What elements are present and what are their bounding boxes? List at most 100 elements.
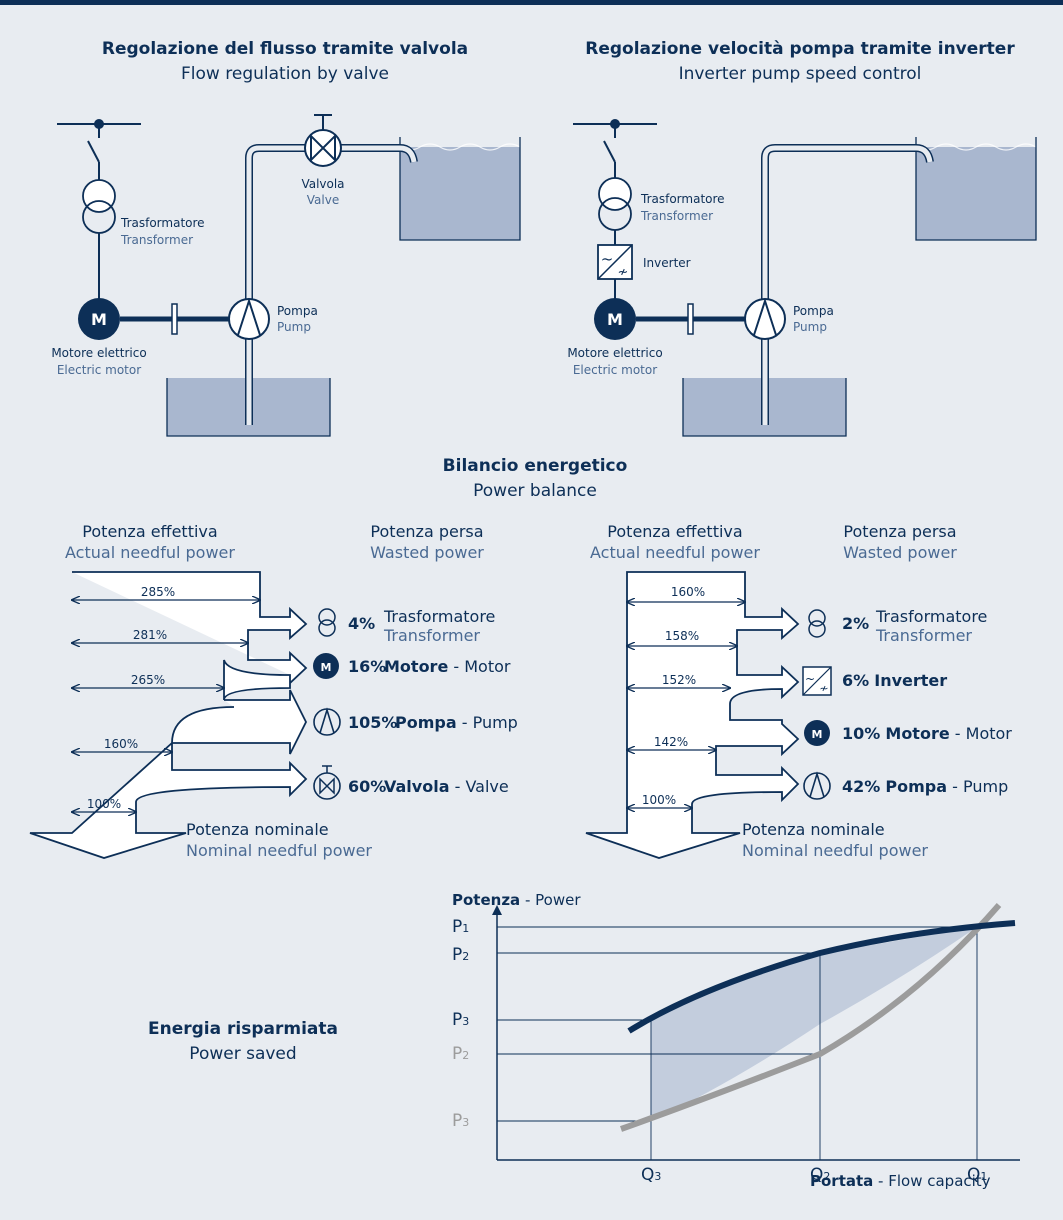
tick-p3-dark-sub: 3 — [462, 1015, 469, 1028]
left-nominal-label: Potenza nominale — [186, 820, 329, 839]
right-energy-flow — [585, 571, 800, 859]
svg-text:Pompa - Pump: Pompa - Pump — [395, 713, 518, 732]
saved-title: Energia risparmiata — [148, 1019, 338, 1039]
right-loss-pump-icon — [803, 771, 831, 800]
right-loss-motor-icon — [804, 720, 830, 746]
tick-p2-dark-sub: 2 — [462, 950, 469, 963]
right-transformer-label: Trasformatore — [640, 192, 725, 206]
left-valve-icon — [304, 114, 342, 167]
right-loss-4-en: - Pump — [947, 777, 1008, 796]
right-loss-1-name: Trasformatore — [875, 607, 987, 626]
right-loss-3-name: Motore — [885, 724, 949, 743]
svg-text:42% Pompa - Pump: 42% Pompa - Pump — [842, 777, 1008, 796]
right-level-1: 160% — [671, 585, 705, 599]
tick-q1-sub: 1 — [980, 1170, 987, 1183]
left-transformer-icon — [82, 179, 116, 234]
balance-title: Bilancio energetico — [443, 456, 628, 476]
grey-power-curve — [619, 903, 1002, 1132]
left-level-2: 281% — [133, 628, 167, 642]
right-loss-4-name: Pompa — [885, 777, 947, 796]
right-loss-2-name: Inverter — [874, 671, 947, 690]
tick-q2: Q — [810, 1165, 823, 1185]
tick-p3-grey: P — [452, 1111, 462, 1131]
right-system-subtitle: Inverter pump speed control — [679, 64, 922, 84]
svg-text:M: M — [812, 728, 823, 741]
right-level-2: 158% — [665, 629, 699, 643]
right-transformer-icon — [598, 177, 632, 231]
left-loss-4-en: - Valve — [450, 777, 509, 796]
right-loss-4-pct: 42% — [842, 777, 880, 796]
balance-subtitle: Power balance — [473, 481, 597, 501]
right-wasted-header-en: Wasted power — [843, 543, 957, 562]
svg-text:~: ~ — [805, 672, 815, 686]
left-loss-3-name: Pompa — [395, 713, 457, 732]
left-coupling — [171, 303, 178, 335]
tick-p2-dark: P — [452, 945, 462, 965]
left-level-5: 100% — [87, 797, 121, 811]
svg-text:Q1: Q1 — [967, 1165, 987, 1185]
left-motor-label-en: Electric motor — [57, 363, 141, 377]
saved-area — [651, 927, 977, 1121]
svg-text:P1: P1 — [452, 917, 469, 937]
left-loss-pump-icon — [313, 707, 341, 736]
left-system-schematic: Valvola Valve Trasformatore Transformer … — [51, 114, 521, 437]
left-loss-3-en: - Pump — [457, 713, 518, 732]
left-loss-valve-icon — [313, 765, 341, 800]
left-pump-label-en: Pump — [277, 320, 311, 334]
left-transformer-label: Trasformatore — [120, 216, 205, 230]
svg-text:Q3: Q3 — [641, 1165, 661, 1185]
tick-p2-grey-sub: 2 — [462, 1049, 469, 1062]
left-loss-1-name: Trasformatore — [383, 607, 495, 626]
right-balance: Potenza effettiva Actual needful power P… — [585, 522, 1013, 860]
right-system-title: Regolazione velocità pompa tramite inver… — [585, 39, 1015, 59]
left-upper-tank — [400, 147, 520, 240]
left-balance: Potenza effettiva Actual needful power P… — [29, 522, 518, 860]
left-loss-3-pct: 105% — [348, 713, 397, 732]
left-motor-symbol: M — [91, 310, 107, 329]
svg-text:M: M — [321, 661, 332, 674]
left-motor-icon — [78, 298, 120, 340]
left-loss-1-en: Transformer — [383, 626, 480, 645]
tick-p1-dark-sub: 1 — [462, 922, 469, 935]
tick-q2-sub: 2 — [823, 1170, 830, 1183]
left-loss-2-en: - Motor — [448, 657, 511, 676]
right-inverter-icon: ~ ≁ — [597, 244, 633, 280]
right-coupling — [687, 303, 694, 335]
left-nominal-label-en: Nominal needful power — [186, 841, 372, 860]
right-motor-icon — [594, 298, 636, 340]
right-level-4: 142% — [654, 735, 688, 749]
tick-q3-sub: 3 — [654, 1170, 661, 1183]
left-level-3: 265% — [131, 673, 165, 687]
right-wasted-header: Potenza persa — [843, 522, 956, 541]
left-loss-transformer-icon — [318, 608, 336, 637]
left-pump-icon — [228, 297, 270, 340]
right-pump-label: Pompa — [793, 304, 834, 318]
right-switch — [603, 140, 616, 163]
top-rule — [0, 0, 1063, 5]
right-loss-inverter-icon: ~ ≁ — [802, 666, 832, 696]
right-level-5: 100% — [642, 793, 676, 807]
left-energy-flow — [29, 571, 308, 859]
saved-subtitle: Power saved — [189, 1044, 296, 1064]
svg-text:Portata - Flow capacity: Portata - Flow capacity — [810, 1172, 991, 1190]
graph-y-label-en: - Power — [520, 891, 581, 909]
dark-power-curve — [627, 920, 1016, 1034]
svg-text:Potenza - Power: Potenza - Power — [452, 891, 581, 909]
tick-q3: Q — [641, 1165, 654, 1185]
right-pump-icon — [744, 297, 786, 340]
right-loss-3-en: - Motor — [950, 724, 1013, 743]
right-motor-label-en: Electric motor — [573, 363, 657, 377]
svg-text:P3: P3 — [452, 1010, 469, 1030]
svg-text:P2: P2 — [452, 945, 469, 965]
tick-p2-grey: P — [452, 1044, 462, 1064]
tick-p3-dark: P — [452, 1010, 462, 1030]
right-actual-header: Potenza effettiva — [607, 522, 742, 541]
tick-p1-dark: P — [452, 917, 462, 937]
right-motor-symbol: M — [607, 310, 623, 329]
right-loss-1-en: Transformer — [875, 626, 972, 645]
left-loss-4-name: Valvola — [384, 777, 450, 796]
right-nominal-label-en: Nominal needful power — [742, 841, 928, 860]
left-level-4: 160% — [104, 737, 138, 751]
tick-q1: Q — [967, 1165, 980, 1185]
